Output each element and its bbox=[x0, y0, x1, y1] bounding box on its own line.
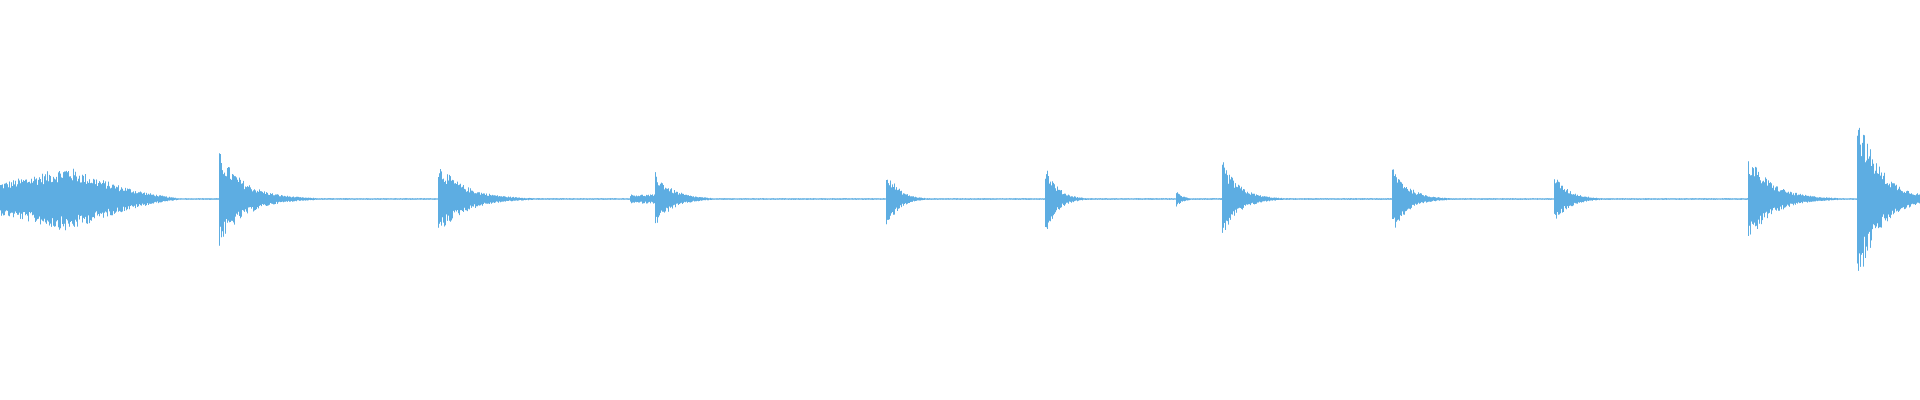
waveform-panel[interactable] bbox=[0, 0, 1920, 400]
audio-waveform[interactable] bbox=[0, 0, 1920, 400]
